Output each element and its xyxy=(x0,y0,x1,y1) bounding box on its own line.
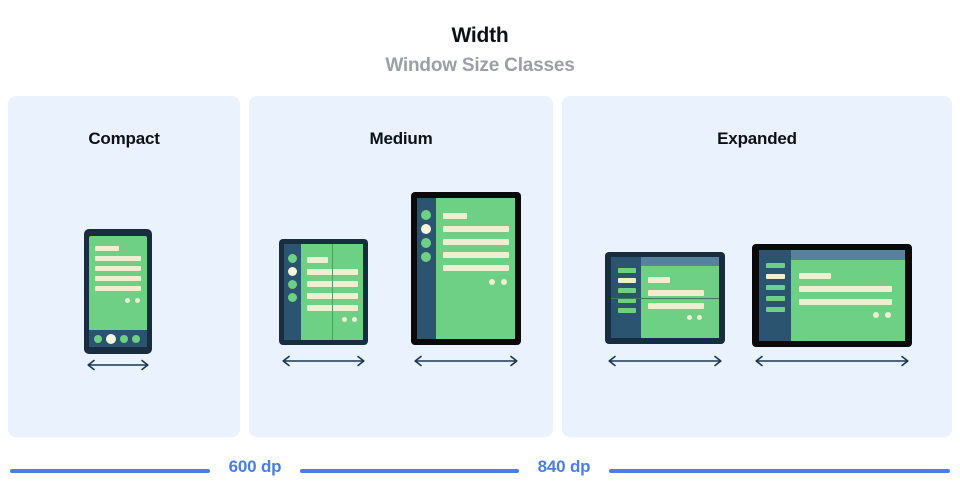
size-class-panels: Compact xyxy=(0,96,960,437)
rail-bar xyxy=(618,308,636,313)
width-arrow-tablet-portrait xyxy=(411,354,521,368)
panel-label-expanded: Expanded xyxy=(717,129,797,148)
nav-rail xyxy=(284,244,301,340)
content-line xyxy=(648,277,670,283)
panel-expanded: Expanded xyxy=(562,96,952,437)
rail-bar xyxy=(618,268,636,273)
nav-dot xyxy=(120,335,128,343)
breakpoint-label-600: 600 dp xyxy=(228,457,282,476)
breakpoint-label-840: 840 dp xyxy=(537,457,591,476)
device-foldable-unfolded xyxy=(605,252,725,344)
content-line xyxy=(443,239,509,245)
content-line xyxy=(443,226,509,232)
page-title: Width xyxy=(451,24,509,47)
content-line xyxy=(443,252,509,258)
foldable-folded-screen xyxy=(284,244,363,340)
breakpoint-rule-right xyxy=(609,469,950,473)
panel-label-medium: Medium xyxy=(369,129,433,148)
content-line xyxy=(307,257,328,263)
panel-compact: Compact xyxy=(8,96,240,437)
rail-bar xyxy=(618,288,636,293)
width-arrow-compact xyxy=(84,358,152,372)
phone-bottom-nav xyxy=(89,330,147,347)
nav-rail xyxy=(611,257,641,338)
content-line xyxy=(648,290,704,296)
content-line xyxy=(95,286,141,291)
content-dot xyxy=(489,279,495,285)
rail-dot-active xyxy=(288,267,297,276)
rail-dot xyxy=(421,238,431,248)
rail-dot xyxy=(288,254,297,263)
phone-screen xyxy=(89,236,147,347)
content-line xyxy=(95,246,119,251)
content-line xyxy=(443,265,509,271)
rail-dot xyxy=(288,280,297,289)
content-line xyxy=(95,256,141,261)
rail-dot xyxy=(421,252,431,262)
device-tablet-portrait xyxy=(411,192,521,345)
content-dot xyxy=(135,298,140,303)
content-dot xyxy=(873,312,879,318)
tablet-landscape-screen xyxy=(759,250,905,341)
rail-dot xyxy=(288,293,297,302)
nav-dot xyxy=(132,335,140,343)
content-dot xyxy=(342,317,347,322)
panel-medium: Medium xyxy=(249,96,553,437)
nav-rail xyxy=(759,250,791,341)
rail-dot-active xyxy=(421,224,431,234)
tablet-portrait-screen xyxy=(417,198,515,339)
device-foldable-folded xyxy=(279,239,368,345)
content-dot xyxy=(885,312,891,318)
content-line xyxy=(799,273,831,279)
nav-rail xyxy=(417,198,436,339)
fold-crease xyxy=(332,244,333,340)
rail-bar-active xyxy=(618,278,636,283)
rail-bar xyxy=(618,298,636,303)
breakpoint-rule-mid xyxy=(300,469,519,473)
content-line xyxy=(648,303,704,309)
rail-bar xyxy=(766,307,785,312)
content-line xyxy=(443,213,467,219)
breakpoint-rule-left xyxy=(10,469,210,473)
width-arrow-foldable-unfolded xyxy=(605,354,725,368)
rail-bar xyxy=(766,263,785,268)
content-dot xyxy=(687,315,692,320)
content-line xyxy=(95,266,141,271)
content-dot xyxy=(697,315,702,320)
nav-dot-active xyxy=(106,334,116,344)
breakpoint-scale: 600 dp 840 dp xyxy=(0,447,960,494)
panel-label-compact: Compact xyxy=(88,129,160,148)
app-top-bar xyxy=(791,250,905,260)
page-subtitle: Window Size Classes xyxy=(385,55,575,76)
foldable-unfolded-screen xyxy=(611,257,719,338)
content-line xyxy=(799,286,892,292)
width-arrow-tablet-landscape xyxy=(752,354,912,368)
chart-header: Width Window Size Classes xyxy=(0,0,960,95)
content-dot xyxy=(352,317,357,322)
width-arrow-foldable-folded xyxy=(279,354,368,368)
nav-dot xyxy=(94,335,102,343)
content-line xyxy=(799,299,892,305)
content-line xyxy=(95,276,141,281)
content-dot xyxy=(501,279,507,285)
device-phone-compact xyxy=(84,229,152,354)
rail-bar xyxy=(766,296,785,301)
rail-dot xyxy=(421,210,431,220)
content-dot xyxy=(125,298,130,303)
app-top-bar xyxy=(641,257,719,266)
rail-bar xyxy=(766,285,785,290)
device-tablet-landscape xyxy=(752,244,912,347)
rail-bar-active xyxy=(766,274,785,279)
fold-crease xyxy=(611,298,719,299)
